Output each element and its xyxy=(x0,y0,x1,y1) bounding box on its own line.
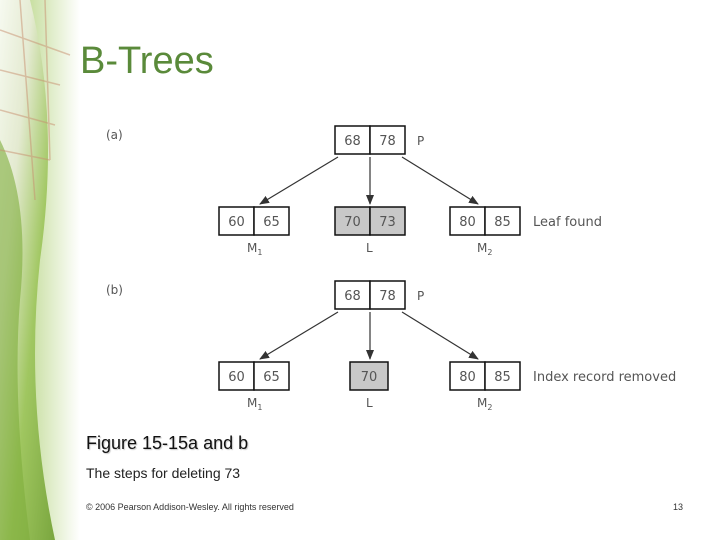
tree-edge xyxy=(259,311,339,360)
figure-caption-title: Figure 15-15a and b xyxy=(86,433,249,453)
node-key: 65 xyxy=(263,370,280,385)
page-number: 13 xyxy=(672,502,683,512)
diagram-b-leaf-m2: 80 85 M2 xyxy=(449,361,521,412)
tree-edge xyxy=(259,156,339,205)
node-name: M2 xyxy=(477,396,492,412)
node-name: L xyxy=(366,396,373,410)
footer-copyright: © 2006 Pearson Addison-Wesley. All right… xyxy=(86,502,294,512)
node-name: L xyxy=(366,241,373,255)
node-key: 60 xyxy=(228,215,245,230)
diagram-a-root-node: 68 78 P xyxy=(334,125,424,155)
node-key: 78 xyxy=(379,289,396,304)
node-name: P xyxy=(417,134,424,148)
diagram-a-note: Leaf found xyxy=(533,215,602,230)
node-key: 70 xyxy=(344,215,361,230)
diagram-a-leaf-l: 70 73 L xyxy=(334,206,406,255)
diagram-b-leaf-l: 70 L xyxy=(349,361,389,410)
diagram-a-leaf-m1: 60 65 M1 xyxy=(218,206,290,257)
node-key: 80 xyxy=(459,370,476,385)
node-key: 85 xyxy=(494,215,511,230)
node-key: 70 xyxy=(361,370,378,385)
figure-caption-text: The steps for deleting 73 xyxy=(86,465,241,481)
diagram-a-leaf-m2: 80 85 M2 xyxy=(449,206,521,257)
diagram-b-root-node: 68 78 P xyxy=(334,280,424,310)
node-name: M1 xyxy=(247,241,262,257)
tree-edge xyxy=(401,311,479,360)
node-key: 78 xyxy=(379,134,396,149)
side-decoration xyxy=(0,0,80,540)
tree-edge xyxy=(401,156,479,205)
slide-title: B-Trees xyxy=(80,40,214,82)
diagram-b-leaf-m1: 60 65 M1 xyxy=(218,361,290,412)
diagram-b-label: (b) xyxy=(106,283,123,297)
node-key: 60 xyxy=(228,370,245,385)
node-name: P xyxy=(417,289,424,303)
diagram-a: (a) 68 78 P 60 65 M1 70 73 L xyxy=(106,125,602,257)
node-key: 73 xyxy=(379,215,396,230)
node-key: 68 xyxy=(344,134,361,149)
diagram-b-note: Index record removed xyxy=(533,370,676,385)
node-name: M2 xyxy=(477,241,492,257)
node-key: 80 xyxy=(459,215,476,230)
node-key: 85 xyxy=(494,370,511,385)
diagram-b: (b) 68 78 P 60 65 M1 70 L xyxy=(106,280,676,412)
diagram-a-label: (a) xyxy=(106,128,123,142)
node-name: M1 xyxy=(247,396,262,412)
node-key: 65 xyxy=(263,215,280,230)
node-key: 68 xyxy=(344,289,361,304)
